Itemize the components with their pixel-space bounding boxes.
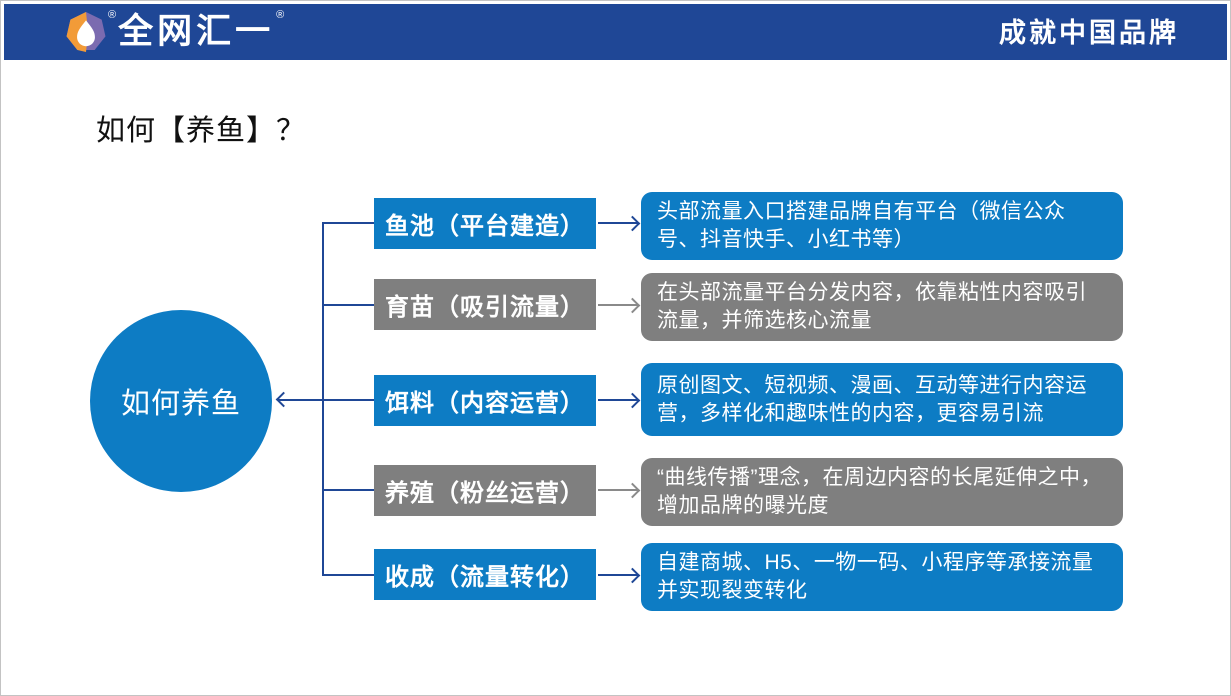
brand-name: 全网汇一: [118, 12, 275, 51]
row-label-box: 收成（流量转化）: [374, 549, 596, 600]
right-arrow-icon: [598, 489, 638, 491]
row-label: 收成（流量转化）: [385, 564, 585, 591]
row-desc-box: 在头部流量平台分发内容，依靠粘性内容吸引流量，并筛选核心流量: [641, 273, 1123, 341]
row-label: 养殖（粉丝运营）: [385, 480, 585, 507]
center-node-circle: 如何养鱼: [90, 310, 272, 492]
row-label-box: 养殖（粉丝运营）: [374, 465, 596, 516]
brand-logo-icon: [66, 12, 106, 52]
row-desc-box: “曲线传播”理念，在周边内容的长尾延伸之中，增加品牌的曝光度: [641, 458, 1123, 526]
connector-branch-1: [323, 222, 374, 224]
row-desc: 头部流量入口搭建品牌自有平台（微信公众号、抖音快手、小红书等）: [657, 200, 1066, 251]
row-desc: 自建商城、H5、一物一码、小程序等承接流量并实现裂变转化: [657, 551, 1094, 602]
row-label-box: 饵料（内容运营）: [374, 375, 596, 426]
row-desc-box: 原创图文、短视频、漫画、互动等进行内容运营，多样化和趣味性的内容，更容易引流: [641, 363, 1123, 436]
row-label: 饵料（内容运营）: [385, 390, 585, 417]
registered-mark: ®: [276, 9, 285, 21]
row-label: 育苗（吸引流量）: [385, 294, 585, 321]
connector-branch-4: [323, 489, 374, 491]
right-arrow-icon: [598, 574, 638, 576]
right-arrow-icon: [598, 304, 638, 306]
row-desc: 原创图文、短视频、漫画、互动等进行内容运营，多样化和趣味性的内容，更容易引流: [657, 373, 1087, 425]
connector-branch-3-with-left-arrow: [278, 399, 374, 401]
row-desc-box: 自建商城、H5、一物一码、小程序等承接流量并实现裂变转化: [641, 543, 1123, 611]
connector-branch-2: [323, 304, 374, 306]
connector-branch-5: [323, 574, 374, 576]
row-desc: “曲线传播”理念，在周边内容的长尾延伸之中，增加品牌的曝光度: [657, 466, 1102, 517]
brand-lockup: ® 全网汇一 ®: [66, 6, 286, 58]
right-arrow-icon: [598, 399, 638, 401]
registered-mark: ®: [108, 9, 117, 21]
row-label-box: 育苗（吸引流量）: [374, 279, 596, 330]
header-bar: ® 全网汇一 ® 成就中国品牌: [4, 4, 1227, 60]
header-slogan: 成就中国品牌: [999, 18, 1179, 48]
row-desc-box: 头部流量入口搭建品牌自有平台（微信公众号、抖音快手、小红书等）: [641, 192, 1123, 260]
row-label-box: 鱼池（平台建造）: [374, 198, 596, 249]
row-desc: 在头部流量平台分发内容，依靠粘性内容吸引流量，并筛选核心流量: [657, 281, 1087, 332]
row-label: 鱼池（平台建造）: [385, 213, 585, 240]
right-arrow-icon: [598, 222, 638, 224]
page-title: 如何【养鱼】？: [96, 115, 307, 147]
